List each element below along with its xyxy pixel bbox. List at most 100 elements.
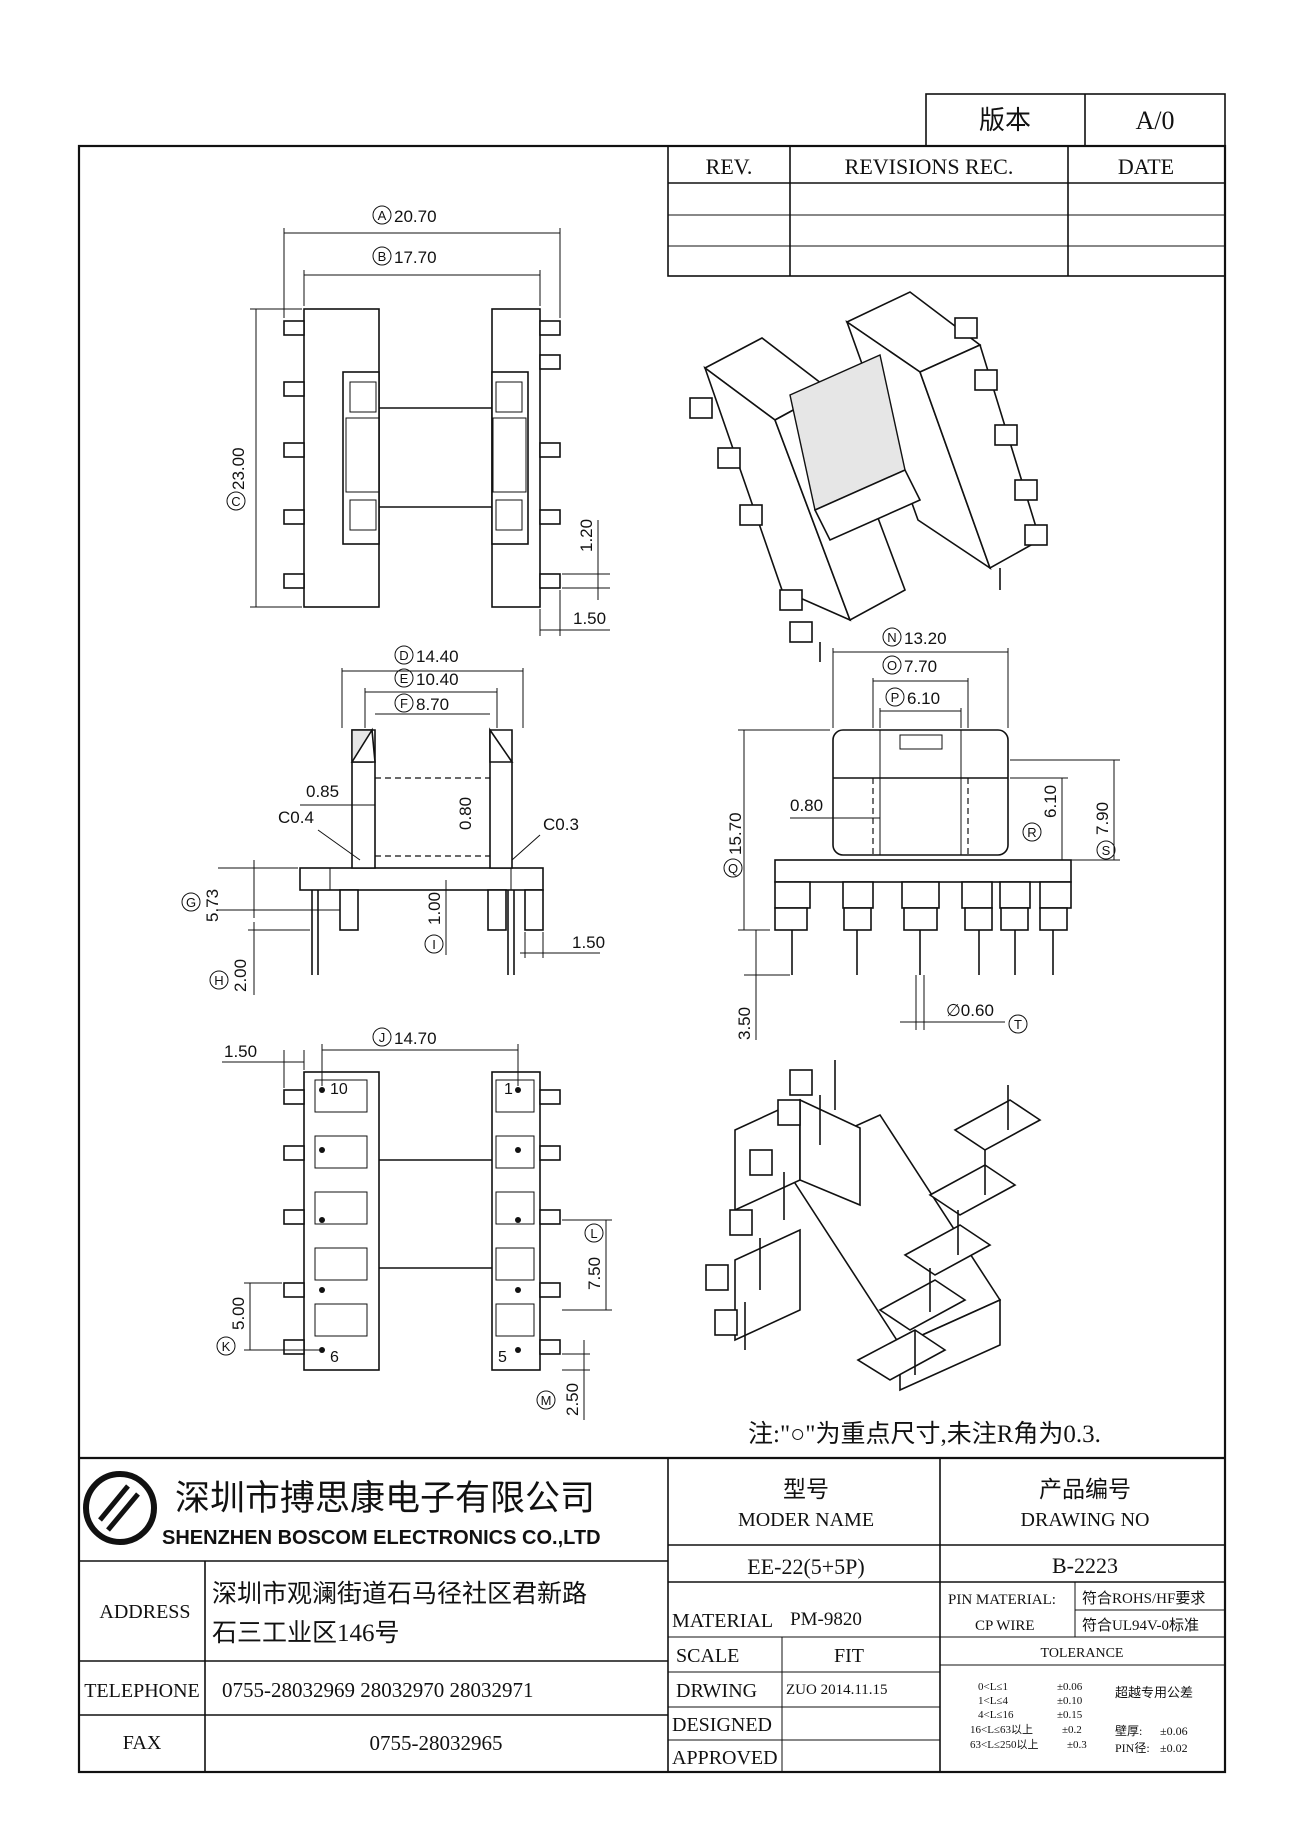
drawing-note: 注:"○"为重点尺寸,未注R角为0.3. — [748, 1420, 1101, 1448]
pin-label-6: 6 — [330, 1349, 339, 1366]
svg-text:G: G — [186, 895, 196, 910]
company-name-cn: 深圳市搏思康电子有限公司 — [175, 1479, 595, 1518]
dim-Q: 15.70 — [726, 812, 745, 855]
side-view: N 13.20 O 7.70 P 6.10 0.80 Q 15.70 R 6.1… — [723, 627, 1120, 1040]
dim-1-50-bottom: 1.50 — [224, 1042, 257, 1061]
dim-M: 2.50 — [563, 1383, 582, 1416]
dim-B: 17.70 — [394, 248, 437, 267]
dim-H: 2.00 — [231, 959, 250, 992]
svg-text:D: D — [399, 648, 408, 663]
date-header: DATE — [1118, 154, 1174, 179]
pin-material-value: CP WIRE — [975, 1618, 1035, 1634]
model-value: EE-22(5+5P) — [747, 1554, 865, 1579]
svg-text:A: A — [378, 208, 387, 223]
telephone-label: TELEPHONE — [84, 1680, 200, 1702]
dim-K: 5.00 — [229, 1297, 248, 1330]
dim-0-80-side: 0.80 — [790, 796, 823, 815]
svg-text:B: B — [378, 249, 387, 264]
material-label: MATERIAL — [672, 1610, 773, 1632]
front-view: D 14.40 E 10.40 F 8.70 0.85 C0.4 0.80 C0… — [181, 645, 605, 995]
scale-label: SCALE — [676, 1645, 739, 1667]
dim-D: 14.40 — [416, 647, 459, 666]
tol-value: ±0.06 — [1057, 1681, 1083, 1693]
drawing-by-label: DRWING — [676, 1680, 757, 1702]
tol-value: ±0.15 — [1057, 1709, 1083, 1721]
fax-label: FAX — [123, 1732, 162, 1754]
svg-text:K: K — [222, 1339, 231, 1354]
rohs-compliance: 符合ROHS/HF要求 — [1082, 1590, 1205, 1607]
dim-C: 23.00 — [229, 447, 248, 490]
address-line1: 深圳市观澜街道石马径社区君新路 — [212, 1580, 587, 1608]
revision-table: REV. REVISIONS REC. DATE — [667, 145, 1226, 277]
bottom-view: 10 1 6 5 1.50 J 14.70 L 7.50 K 5.00 M — [216, 1027, 612, 1420]
pin-label-1: 1 — [504, 1081, 513, 1098]
svg-text:C: C — [231, 494, 240, 509]
tolerance-label: TOLERANCE — [1041, 1646, 1124, 1661]
drawing-label-en: DRAWING NO — [1021, 1509, 1150, 1531]
svg-text:P: P — [891, 690, 900, 705]
tol-range: 4<L≤16 — [978, 1709, 1014, 1721]
drawing-label-cn: 产品编号 — [1039, 1477, 1131, 1502]
dim-O: 7.70 — [904, 657, 937, 676]
tol-value: ±0.2 — [1062, 1724, 1082, 1736]
tol-range: 0<L≤1 — [978, 1681, 1008, 1693]
tol-range: 1<L≤4 — [978, 1695, 1008, 1707]
model-label-cn: 型号 — [783, 1477, 829, 1502]
svg-text:M: M — [541, 1393, 552, 1408]
dim-S: 7.90 — [1093, 802, 1112, 835]
dim-0-80: 0.80 — [456, 797, 475, 830]
dim-3-50: 3.50 — [735, 1007, 754, 1040]
svg-text:F: F — [400, 696, 408, 711]
dim-L: 7.50 — [585, 1257, 604, 1290]
fax-value: 0755-28032965 — [370, 1731, 503, 1755]
pin-dia-value: ±0.02 — [1160, 1741, 1188, 1755]
wall-value: ±0.06 — [1160, 1724, 1188, 1738]
pin-dia-label: PIN径: — [1115, 1741, 1150, 1755]
dim-J: 14.70 — [394, 1029, 437, 1048]
tolerance-table: 0<L≤1 ±0.06 1<L≤4 ±0.10 4<L≤16 ±0.15 16<… — [970, 1681, 1193, 1755]
version-box: 版本 A/0 — [925, 93, 1226, 147]
dim-I: 1.00 — [425, 892, 444, 925]
dim-F: 8.70 — [416, 695, 449, 714]
material-value: PM-9820 — [790, 1609, 862, 1630]
dim-T: ∅0.60 — [946, 1001, 994, 1020]
svg-text:N: N — [887, 630, 896, 645]
svg-text:H: H — [214, 973, 223, 988]
dim-1-50-front: 1.50 — [572, 933, 605, 952]
dim-P: 6.10 — [907, 689, 940, 708]
dim-G: 5.73 — [203, 889, 222, 922]
svg-text:R: R — [1027, 825, 1036, 840]
dim-A: 20.70 — [394, 207, 437, 226]
approved-label: APPROVED — [672, 1747, 778, 1769]
svg-text:E: E — [400, 671, 409, 686]
dim-N: 13.20 — [904, 629, 947, 648]
version-value: A/0 — [1136, 106, 1175, 135]
dim-C0-4: C0.4 — [278, 808, 314, 827]
pin-material-label: PIN MATERIAL: — [948, 1592, 1056, 1608]
svg-text:O: O — [887, 658, 897, 673]
version-label: 版本 — [979, 106, 1031, 135]
dim-E: 10.40 — [416, 670, 459, 689]
dim-1-20: 1.20 — [577, 519, 596, 552]
tol-range: 16<L≤63以上 — [970, 1723, 1033, 1736]
top-view: A 20.70 B 17.70 C 23.00 1.20 1.50 — [226, 205, 610, 636]
address-label: ADDRESS — [99, 1601, 190, 1623]
model-label-en: MODER NAME — [738, 1509, 874, 1531]
svg-text:S: S — [1102, 843, 1111, 858]
company-name-en: SHENZHEN BOSCOM ELECTRONICS CO.,LTD — [162, 1527, 601, 1549]
title-block: 深圳市搏思康电子有限公司 SHENZHEN BOSCOM ELECTRONICS… — [79, 1456, 1225, 1772]
iso-view-top — [689, 291, 1048, 662]
iso-view-bottom — [705, 1060, 1042, 1392]
scale-value: FIT — [834, 1645, 864, 1667]
tol-value: ±0.3 — [1067, 1739, 1087, 1751]
address-line2: 石三工业区146号 — [212, 1619, 400, 1647]
svg-text:L: L — [590, 1226, 597, 1241]
sheet-border — [77, 144, 1227, 1774]
svg-text:T: T — [1014, 1017, 1022, 1032]
svg-text:J: J — [379, 1030, 386, 1045]
tol-special: 超越专用公差 — [1115, 1685, 1193, 1700]
revisions-rec-header: REVISIONS REC. — [845, 154, 1014, 179]
pin-label-10: 10 — [330, 1081, 348, 1098]
tol-value: ±0.10 — [1057, 1695, 1083, 1707]
